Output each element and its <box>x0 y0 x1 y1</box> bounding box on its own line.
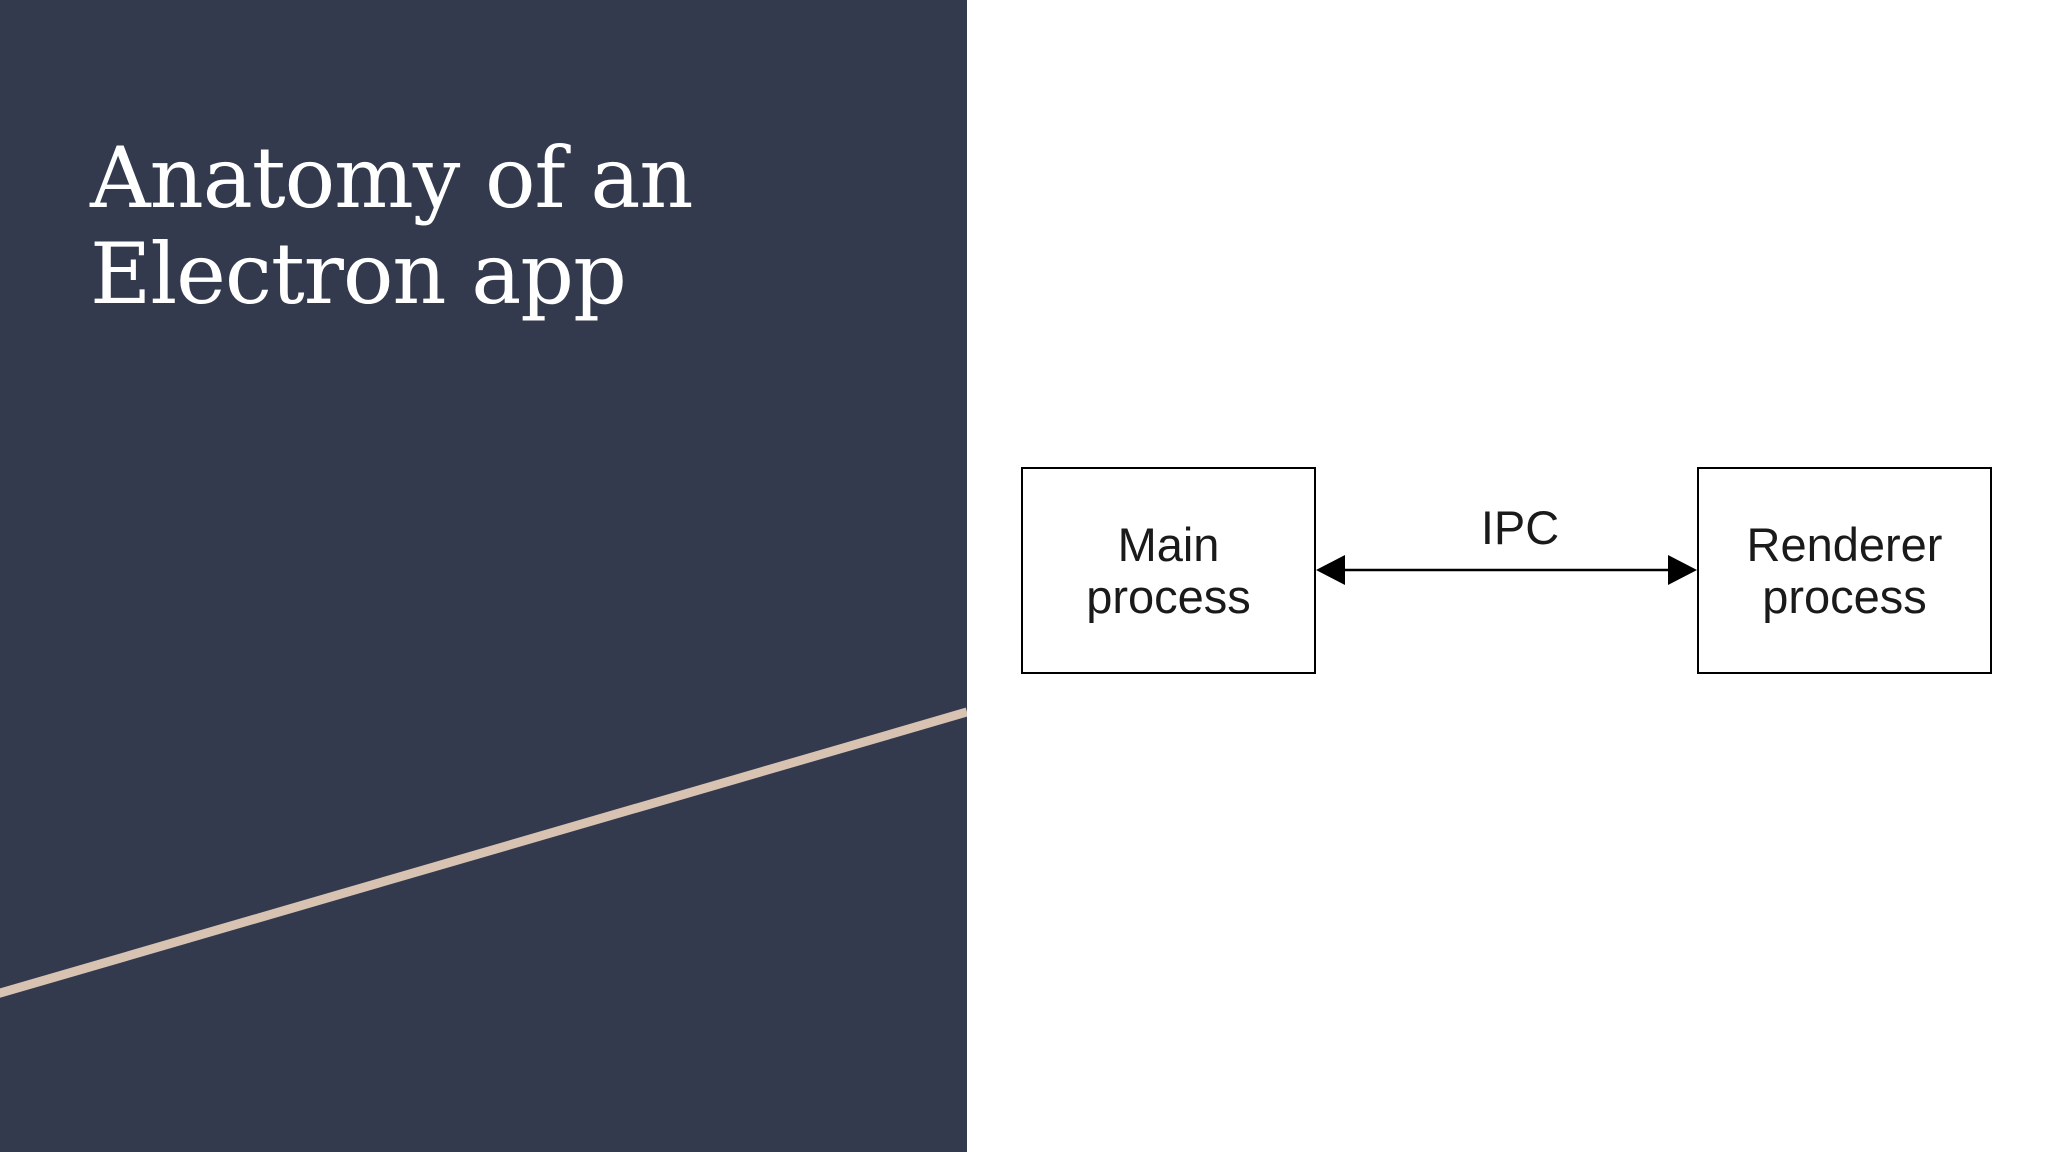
arrowhead-left-icon <box>1316 555 1345 585</box>
main-process-node: Main process <box>1021 467 1316 674</box>
main-process-label-line-1: Main <box>1117 517 1220 571</box>
main-process-label-line-2: process <box>1086 569 1251 623</box>
renderer-process-label-line-2: process <box>1762 569 1927 623</box>
process-diagram: Main process IPC Renderer process <box>967 0 2048 1152</box>
slide-title-line-1: Anatomy of an <box>90 129 694 227</box>
title-panel-background <box>0 0 967 1152</box>
renderer-process-label-line-1: Renderer <box>1746 517 1943 571</box>
ipc-connector <box>1316 555 1697 585</box>
slide-title-line-2: Electron app <box>90 225 627 323</box>
arrowhead-right-icon <box>1668 555 1697 585</box>
ipc-label: IPC <box>1480 501 1560 554</box>
title-panel: Anatomy of an Electron app <box>0 0 967 1152</box>
slide-title: Anatomy of an Electron app <box>90 130 910 322</box>
renderer-process-node: Renderer process <box>1697 467 1992 674</box>
accent-stripe <box>0 707 967 998</box>
panel-fill <box>0 0 967 1152</box>
